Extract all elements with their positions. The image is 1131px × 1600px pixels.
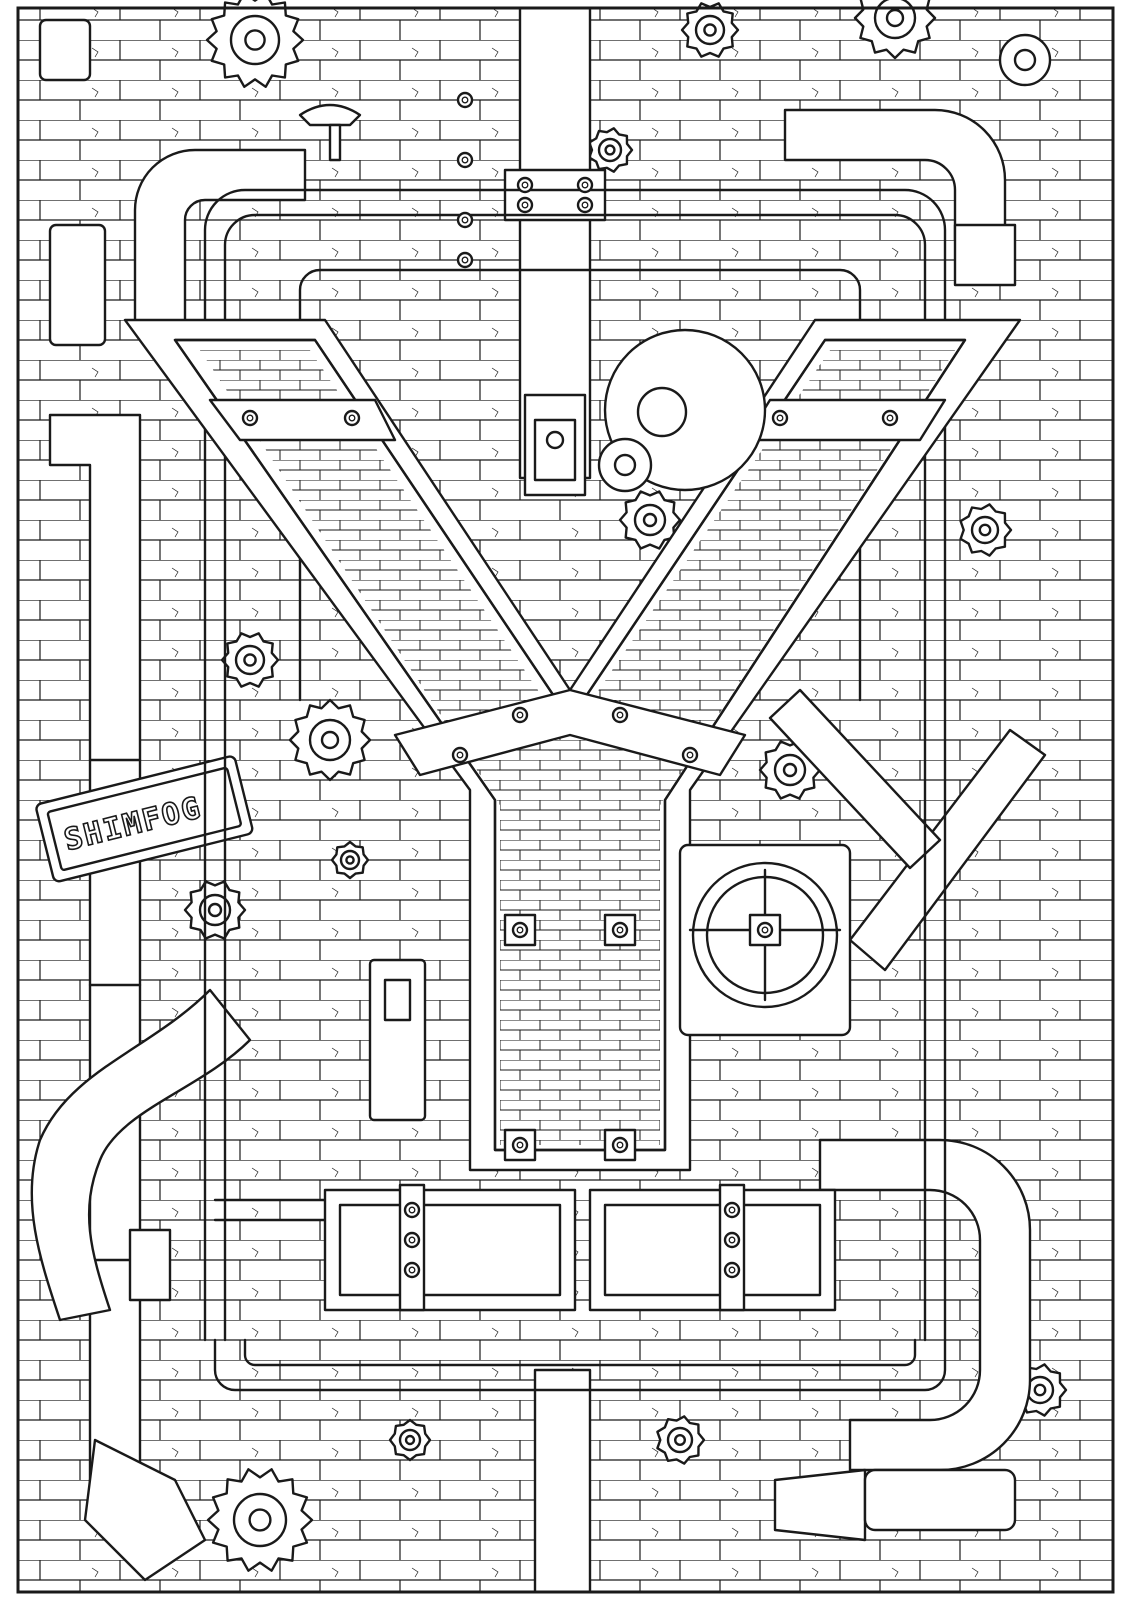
rivet-icon: [456, 211, 474, 229]
gear-icon: [388, 1418, 432, 1462]
fan-icon: [678, 843, 852, 1037]
rivet-icon: [611, 921, 629, 939]
rivet-icon: [723, 1261, 741, 1279]
gear-icon: [206, 1468, 314, 1572]
rivet-icon: [756, 921, 774, 939]
rivet-icon: [576, 196, 594, 214]
letter-y: [123, 318, 1022, 1392]
gear-icon: [183, 880, 247, 940]
rivet-icon: [723, 1231, 741, 1249]
rivet-icon: [403, 1261, 421, 1279]
rivet-set: [241, 91, 899, 1279]
rivet-icon: [681, 746, 699, 764]
gear-icon: [220, 632, 280, 688]
rivet-icon: [881, 409, 899, 427]
valve-icon: [38, 18, 1052, 1302]
gear-icon: [205, 0, 305, 89]
rivet-icon: [611, 1136, 629, 1154]
rivet-icon: [723, 1201, 741, 1219]
gear-icon: [959, 503, 1013, 557]
rivet-icon: [451, 746, 469, 764]
gear-icon: [588, 127, 634, 173]
rivet-icon: [403, 1201, 421, 1219]
rivet-icon: [456, 91, 474, 109]
gear-icon: [330, 840, 370, 880]
rivet-icon: [516, 196, 534, 214]
rivet-icon: [456, 151, 474, 169]
gear-icon: [288, 698, 372, 782]
rivet-icon: [241, 409, 259, 427]
gauge-icon: [533, 328, 767, 493]
rivet-icon: [343, 409, 361, 427]
rivet-icon: [576, 176, 594, 194]
rivet-icon: [516, 176, 534, 194]
rivet-icon: [511, 1136, 529, 1154]
rivet-icon: [511, 921, 529, 939]
rivet-icon: [456, 251, 474, 269]
rivet-icon: [611, 706, 629, 724]
rivet-icon: [511, 706, 529, 724]
sign-plaque: SHIMFOG: [35, 755, 254, 883]
gear-icon: [656, 1415, 706, 1465]
rivet-icon: [403, 1231, 421, 1249]
gear-icon: [618, 490, 682, 550]
rivet-icon: [771, 409, 789, 427]
